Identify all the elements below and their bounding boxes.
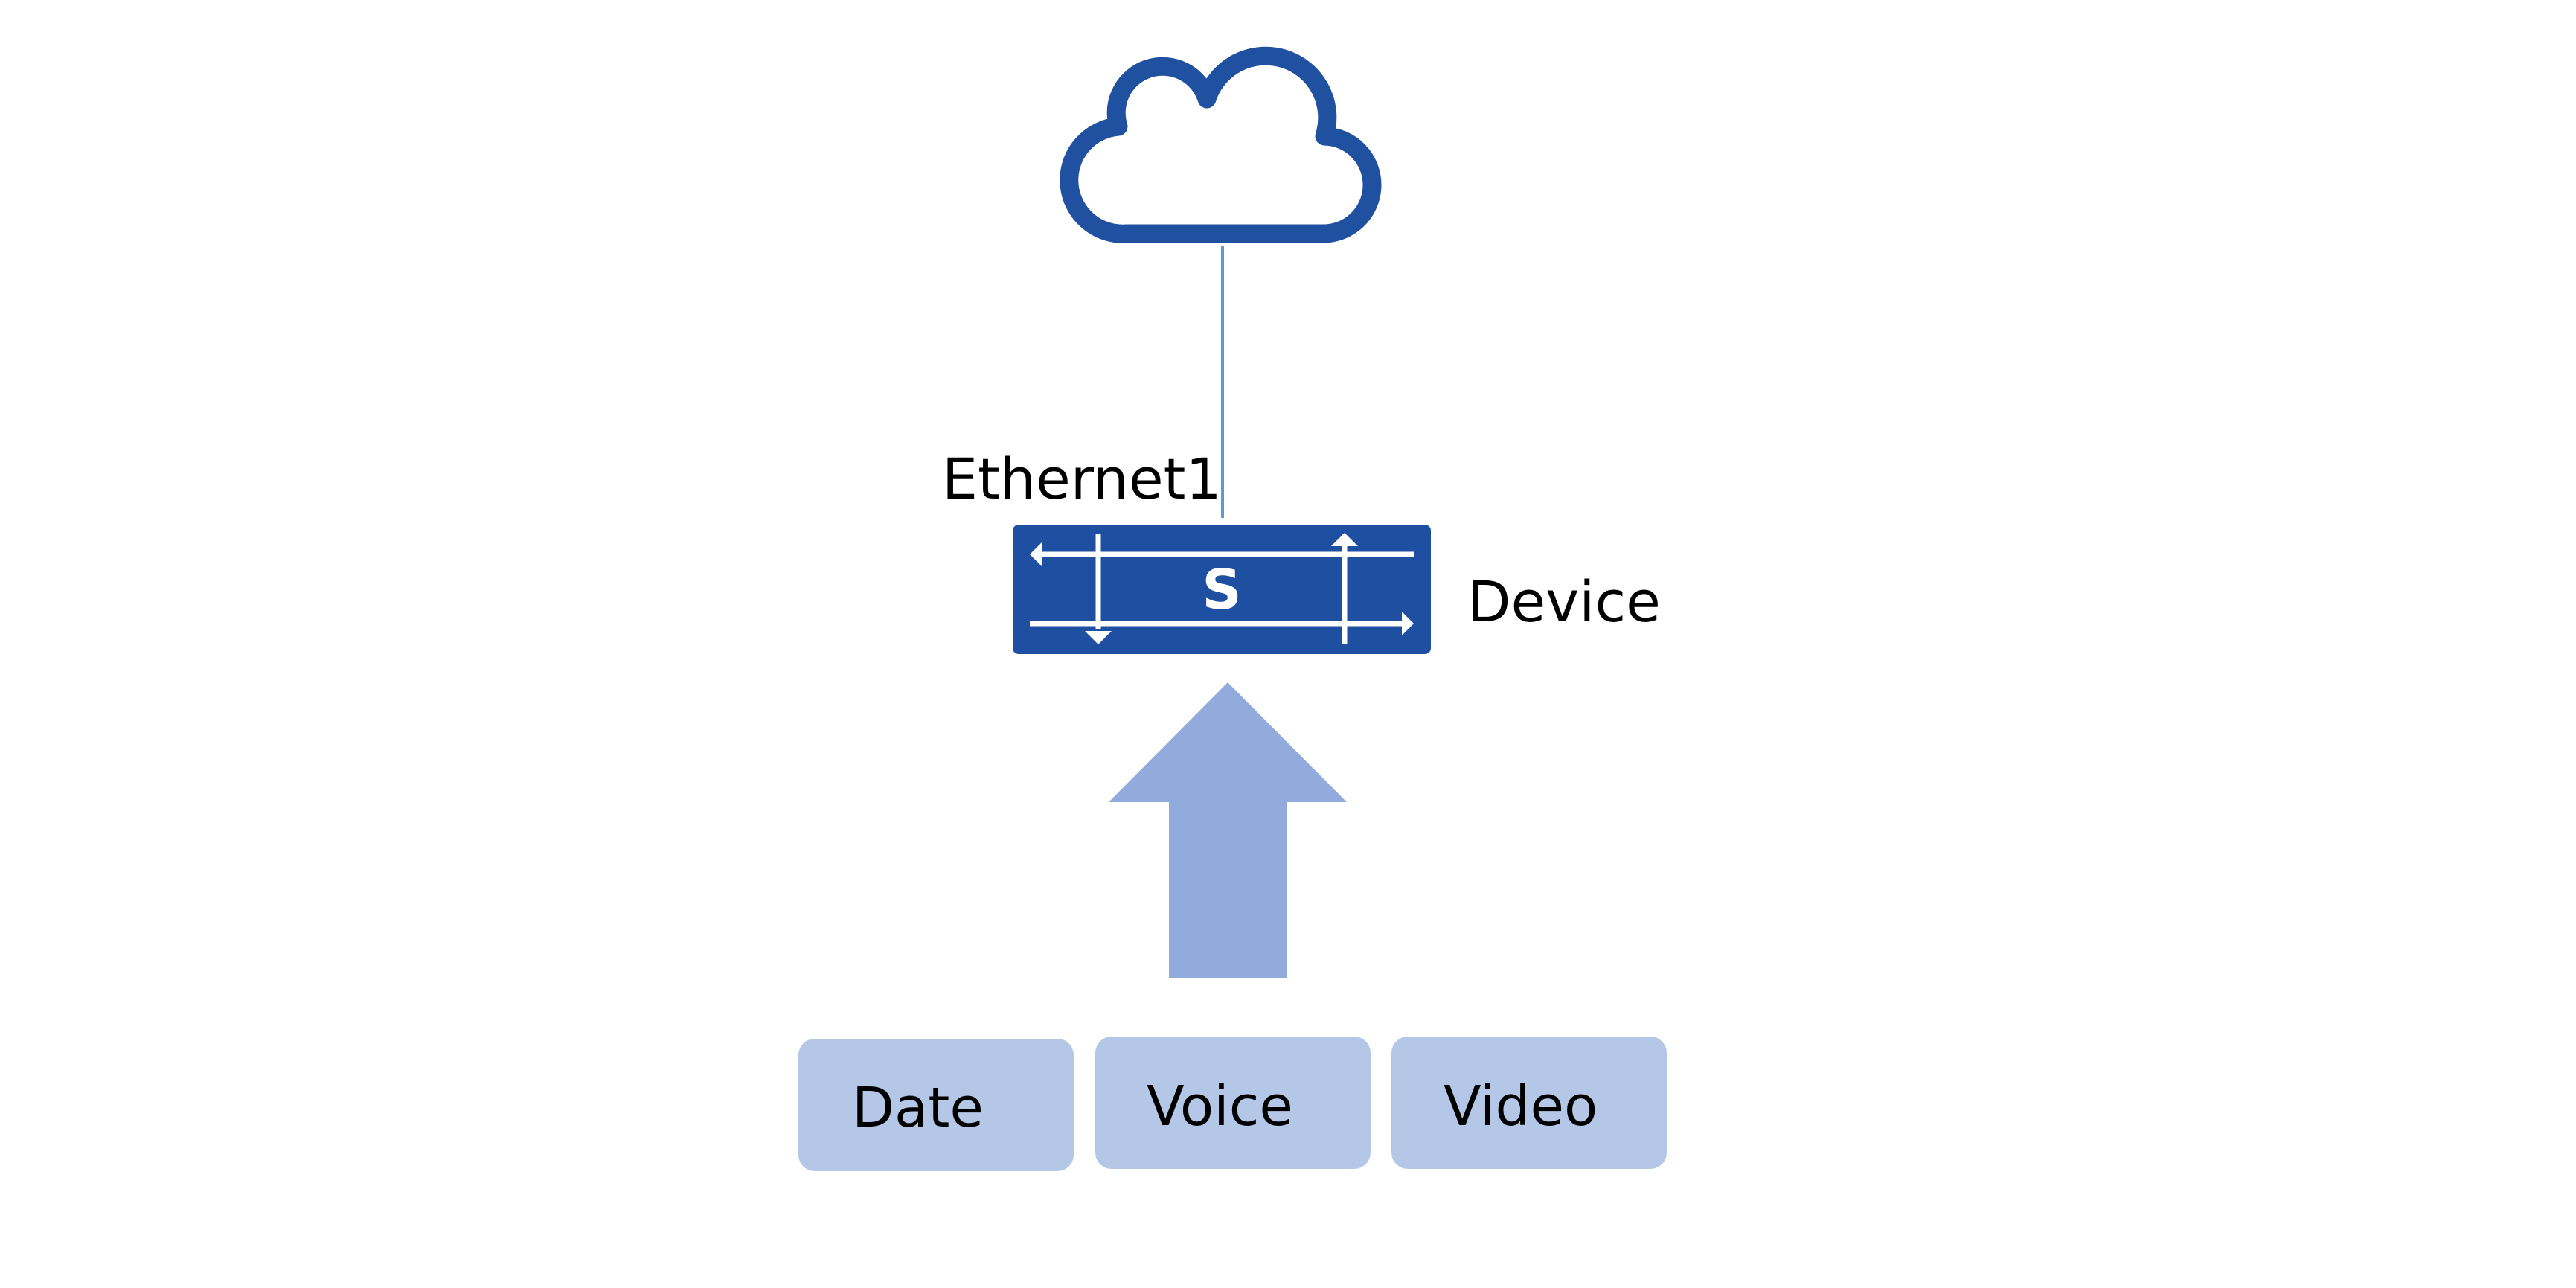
- switch-icon: S: [1013, 525, 1431, 654]
- traffic-label: Video: [1444, 1074, 1598, 1138]
- traffic-box-video: Video: [1391, 1037, 1667, 1169]
- cloud-icon: [1060, 46, 1382, 243]
- interface-label: Ethernet1: [942, 446, 1222, 512]
- device-label: Device: [1467, 568, 1661, 635]
- up-arrow-icon: [1109, 682, 1347, 978]
- traffic-box-voice: Voice: [1095, 1037, 1371, 1169]
- traffic-label: Date: [852, 1076, 984, 1140]
- traffic-label: Voice: [1147, 1074, 1293, 1138]
- traffic-box-date: Date: [798, 1039, 1074, 1171]
- switch-letter: S: [1202, 558, 1241, 622]
